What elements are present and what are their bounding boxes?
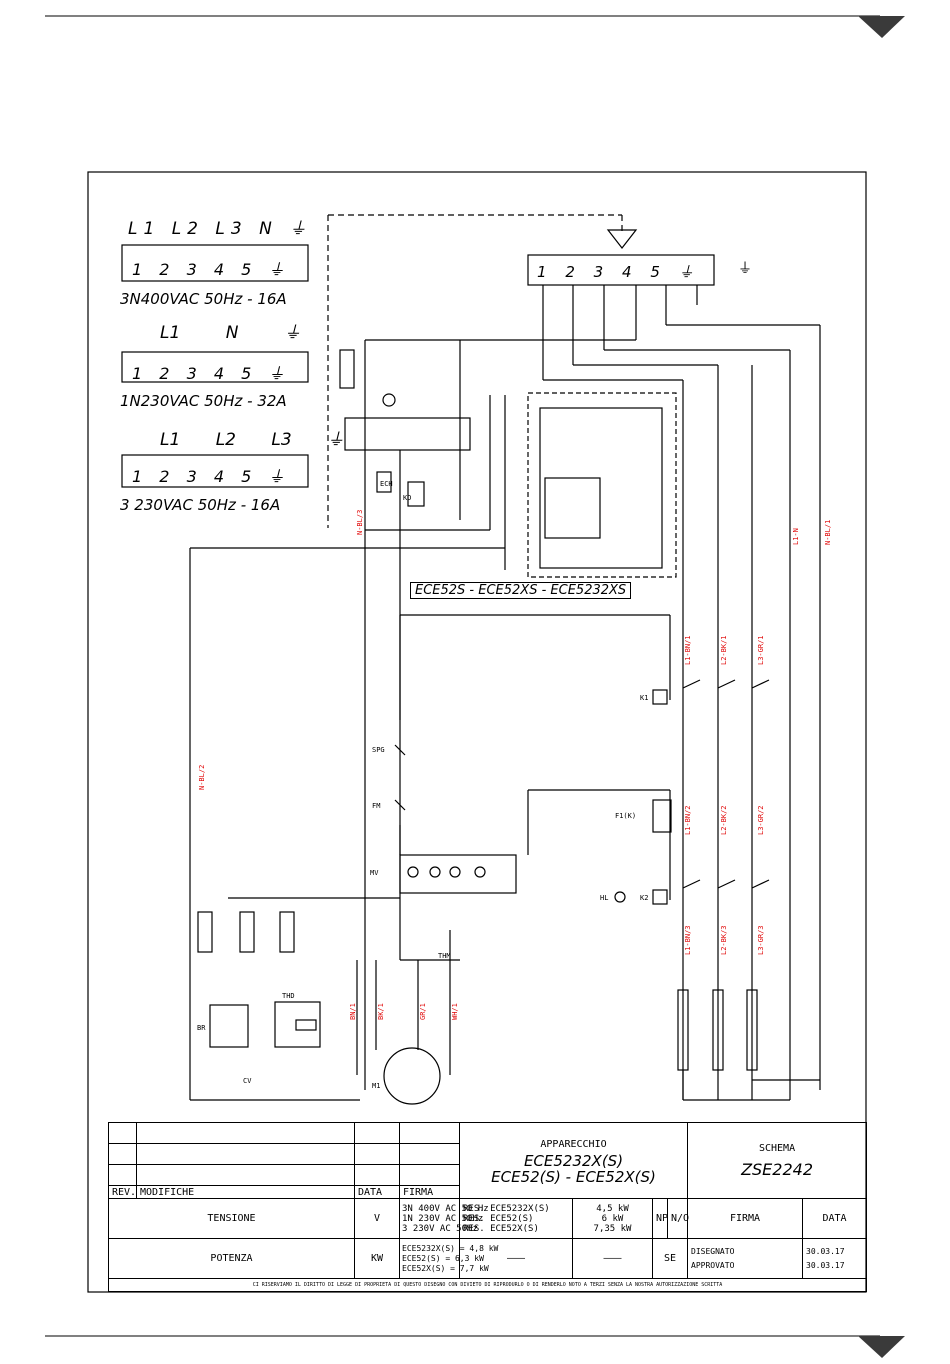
supply-2-terminals: L1 N ⏚ — [160, 323, 301, 343]
component-label: K2 — [640, 894, 648, 902]
component-label: MV — [370, 869, 379, 877]
component-label: BR — [197, 1024, 206, 1032]
models-line-2: ECE52(S) - ECE52X(S) — [491, 1167, 656, 1186]
wire-label: L2-BK/3 — [720, 925, 728, 955]
potenza-value: ECE52X(S) = 7,7 kW — [402, 1263, 489, 1273]
schema-code: ZSE2242 — [741, 1159, 814, 1179]
wire-label: L2-BK/1 — [720, 635, 728, 665]
data-label: DATA — [354, 1185, 400, 1200]
wire-label: L3-GR/2 — [757, 805, 765, 835]
ground-icon: ⏚ — [738, 261, 752, 277]
approvato-label: APPROVATO — [691, 1260, 735, 1270]
date-value: 30.03.17 — [806, 1260, 845, 1270]
potenza-value: ECE52(S) = 6,3 kW — [402, 1253, 484, 1263]
data-col-label: DATA — [802, 1198, 868, 1240]
modifica-label: MODIFICHE — [136, 1185, 355, 1200]
tensione-value: 3N 400V AC 50 Hz — [402, 1203, 489, 1214]
kw-value: 7,35 kW — [593, 1223, 632, 1234]
supply-1-terminals: L1 L2 L3 N ⏚ — [128, 219, 313, 239]
rev-label: REV. — [108, 1185, 137, 1200]
se-label: SE — [651, 1238, 689, 1280]
dash: ——— — [459, 1238, 573, 1280]
wire-label: N-BL/2 — [198, 765, 206, 790]
potenza-label: POTENZA — [108, 1238, 355, 1280]
tensione-unit: V — [354, 1198, 400, 1240]
disegnato-label: DISEGNATO — [691, 1246, 735, 1256]
tensione-value: 3 230V AC 50Hz — [402, 1223, 478, 1234]
wire-label: L2-BK/2 — [720, 805, 728, 835]
wire-label: L1-BN/2 — [684, 805, 692, 835]
component-label: K1 — [640, 694, 648, 702]
schema-label: SCHEMA — [758, 1142, 796, 1154]
potenza-value: ECE5232X(S) = 4,8 kW — [402, 1243, 499, 1253]
main-terminal-numbers: 1 2 3 4 5 ⏚ — [537, 263, 694, 281]
firma-label: FIRMA — [399, 1185, 460, 1200]
kw-value: 6 kW — [601, 1213, 624, 1224]
tensione-label: TENSIONE — [108, 1198, 355, 1240]
wire-label: WH/1 — [451, 1003, 459, 1020]
res-line: RES. ECE5232X(S) — [463, 1203, 550, 1214]
dash: ——— — [572, 1238, 653, 1280]
title-block: APPARECCHIO ECE5232X(S) ECE52(S) - ECE52… — [107, 1121, 868, 1292]
wire-label: GR/1 — [419, 1003, 427, 1020]
wire-label: BN/1 — [349, 1003, 357, 1020]
component-label: KD — [403, 494, 411, 502]
wire-label: L3-GR/3 — [757, 925, 765, 955]
wire-label: N-BL/1 — [824, 520, 832, 545]
wire-label: N-BL/3 — [356, 510, 364, 535]
np-label: NP — [652, 1198, 668, 1240]
supply-2-label: 1N230VAC 50Hz - 32A — [120, 392, 287, 410]
potenza-unit: KW — [354, 1238, 400, 1280]
firma-col-label: FIRMA — [687, 1198, 804, 1240]
no-label: N/O — [666, 1198, 689, 1240]
supply-3-label: 3 230VAC 50Hz - 16A — [120, 496, 281, 514]
wire-label: L1-BN/3 — [684, 925, 692, 955]
apparecchio-label: APPARECCHIO — [540, 1138, 607, 1150]
wire-label: BK/1 — [377, 1003, 385, 1020]
component-label: CV — [243, 1077, 252, 1085]
component-label: SPG — [372, 746, 385, 754]
corner-arrow-icon — [858, 16, 905, 38]
date-value: 30.03.17 — [806, 1246, 845, 1256]
supply-3-terminals: L1 L2 L3 ⏚ — [160, 430, 345, 450]
component-label: ECH — [380, 480, 393, 488]
wire-label: L1-N — [792, 528, 800, 545]
model-box-label: ECE52S - ECE52XS - ECE5232XS — [410, 582, 632, 599]
supply-2-numbers: 1 2 3 4 5 ⏚ — [132, 364, 285, 383]
ground-triangle-icon — [606, 229, 638, 249]
res-line: RES. ECE52(S) — [463, 1213, 534, 1224]
corner-arrow-icon — [858, 1336, 905, 1358]
res-line: RES. ECE52X(S) — [463, 1223, 539, 1234]
tensione-value: 1N 230V AC 50Hz — [402, 1213, 484, 1224]
models-line-1: ECE5232X(S) — [523, 1151, 624, 1170]
component-label: HL — [600, 894, 608, 902]
wire-label: L1-BN/1 — [684, 635, 692, 665]
component-label: M1 — [372, 1082, 380, 1090]
supply-1-label: 3N400VAC 50Hz - 16A — [120, 290, 287, 308]
component-label: THD — [282, 992, 295, 1000]
component-label: F1(K) — [615, 812, 636, 820]
kw-value: 4,5 kW — [596, 1203, 629, 1214]
component-label: FM — [372, 802, 380, 810]
component-label: THM — [438, 952, 451, 960]
supply-3-numbers: 1 2 3 4 5 ⏚ — [132, 467, 285, 486]
footer-note: CI RISERVIAMO IL DIRITTO DI LEGGE DI PRO… — [107, 1278, 868, 1292]
supply-1-numbers: 1 2 3 4 5 ⏚ — [132, 260, 285, 279]
wire-label: L3-GR/1 — [757, 635, 765, 665]
